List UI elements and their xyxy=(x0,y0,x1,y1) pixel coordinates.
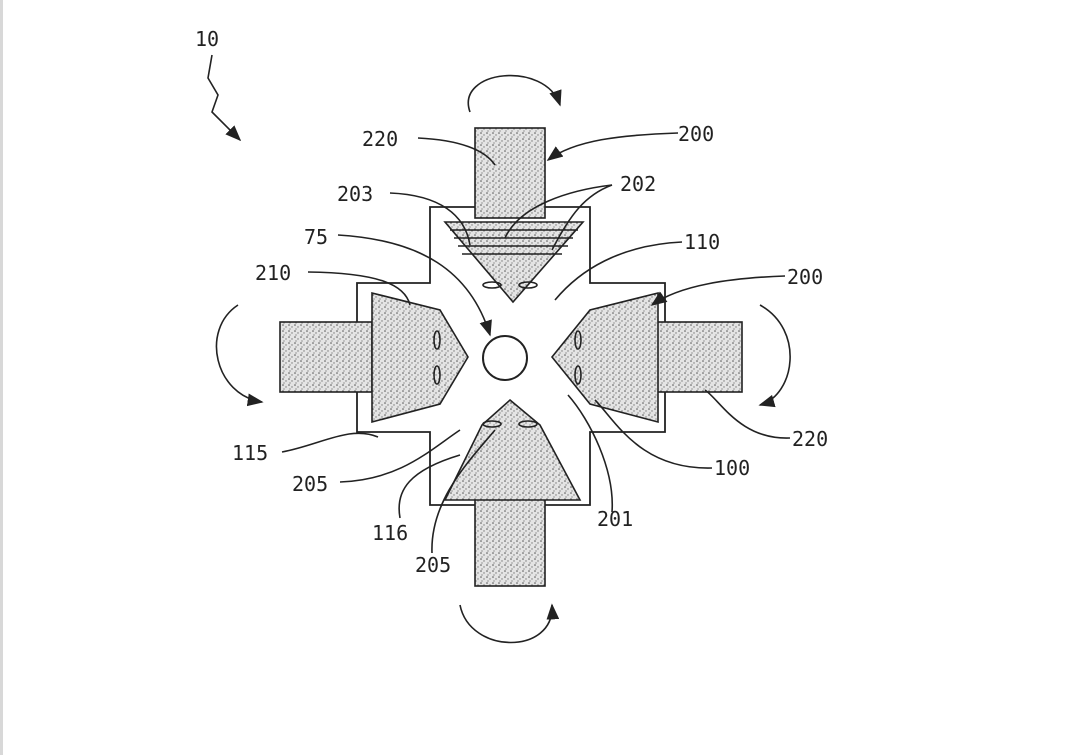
label-116: 116 xyxy=(372,521,408,545)
label-205-bottom: 205 xyxy=(415,553,451,577)
label-110: 110 xyxy=(684,230,720,254)
label-100: 100 xyxy=(714,456,750,480)
label-210: 210 xyxy=(255,261,291,285)
bottom-shaft xyxy=(474,497,546,587)
label-115: 115 xyxy=(232,441,268,465)
label-220-top: 220 xyxy=(362,127,398,151)
label-220-right: 220 xyxy=(792,427,828,451)
right-shaft xyxy=(649,321,743,393)
label-202: 202 xyxy=(620,172,656,196)
top-shaft xyxy=(474,127,546,219)
label-200-right: 200 xyxy=(787,265,823,289)
label-203: 203 xyxy=(337,182,373,206)
anvil-seats xyxy=(433,281,582,428)
label-200-top: 200 xyxy=(678,122,714,146)
top-anvil-layers xyxy=(450,229,578,255)
label-205-left: 205 xyxy=(292,472,328,496)
left-anvil xyxy=(371,291,469,424)
label-75: 75 xyxy=(304,225,328,249)
label-201: 201 xyxy=(597,507,633,531)
rotation-arrows xyxy=(215,74,791,644)
top-anvil xyxy=(443,221,585,304)
label-10: 10 xyxy=(195,27,219,51)
left-shaft xyxy=(279,321,373,393)
window-edge xyxy=(0,0,3,755)
leader-lines xyxy=(207,54,791,554)
right-anvil xyxy=(550,291,659,424)
sample-sphere xyxy=(482,335,528,381)
